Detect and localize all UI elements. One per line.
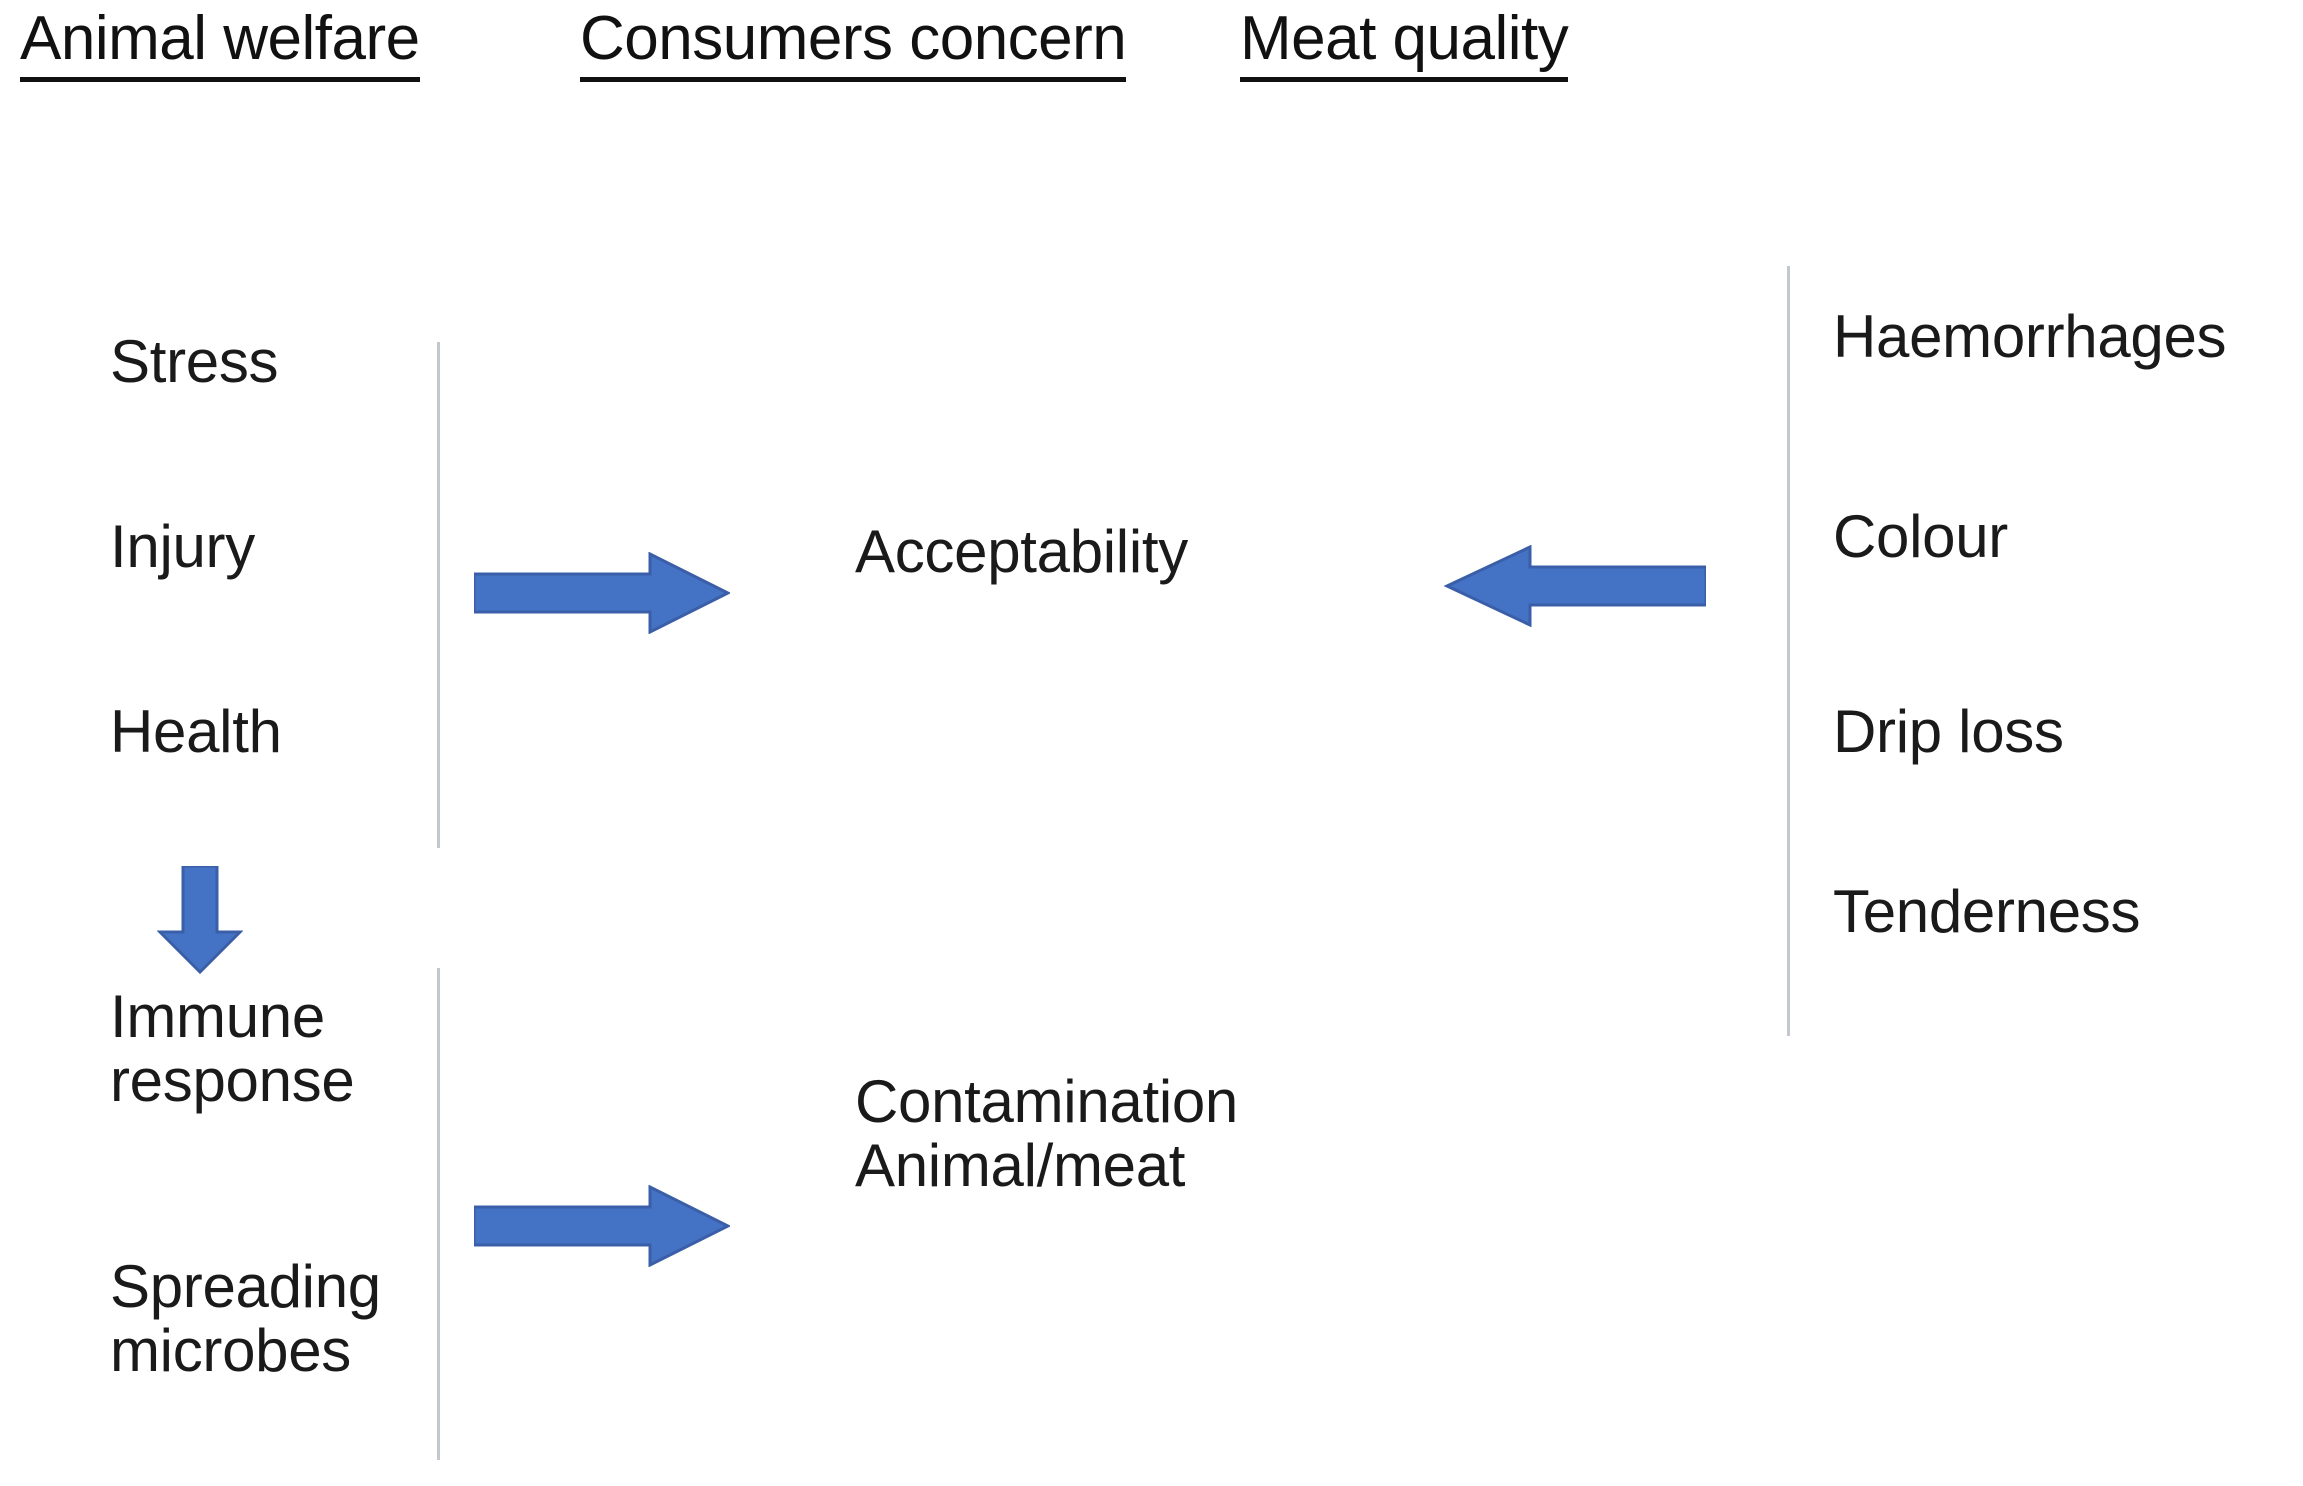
item-stress: Stress (110, 328, 279, 395)
item-colour: Colour (1833, 503, 2008, 570)
arrow-right-icon (474, 1185, 730, 1267)
item-health: Health (110, 698, 282, 765)
item-immune-response: Immune response (110, 983, 355, 1114)
heading-animal-welfare-label: Animal welfare (20, 8, 420, 82)
vertical-rule-welfare-upper (437, 342, 440, 848)
item-spreading-microbes: Spreading microbes (110, 1253, 381, 1384)
arrow-right-microbes-to-contamination (474, 1185, 730, 1267)
item-contamination-animal-meat: Contamination Animal/meat (855, 1068, 1238, 1199)
arrow-left-icon (1444, 545, 1706, 627)
item-acceptability: Acceptability (855, 518, 1188, 585)
arrow-right-icon (474, 552, 730, 634)
heading-consumers-concern: Consumers concern (580, 8, 1127, 82)
item-drip-loss: Drip loss (1833, 698, 2064, 765)
arrow-down-icon (157, 866, 243, 974)
item-injury: Injury (110, 513, 255, 580)
vertical-rule-meat-quality (1787, 266, 1790, 1036)
heading-consumers-concern-label: Consumers concern (580, 8, 1127, 82)
arrow-right-welfare-to-acceptability (474, 552, 730, 634)
item-tenderness: Tenderness (1833, 878, 2141, 945)
arrow-left-meat-quality-to-acceptability (1444, 545, 1706, 627)
heading-meat-quality-label: Meat quality (1240, 8, 1569, 82)
heading-meat-quality: Meat quality (1240, 8, 1569, 82)
heading-animal-welfare: Animal welfare (20, 8, 420, 82)
arrow-down-health-to-immune-response (157, 866, 243, 974)
vertical-rule-welfare-lower (437, 968, 440, 1460)
item-haemorrhages: Haemorrhages (1833, 303, 2227, 370)
